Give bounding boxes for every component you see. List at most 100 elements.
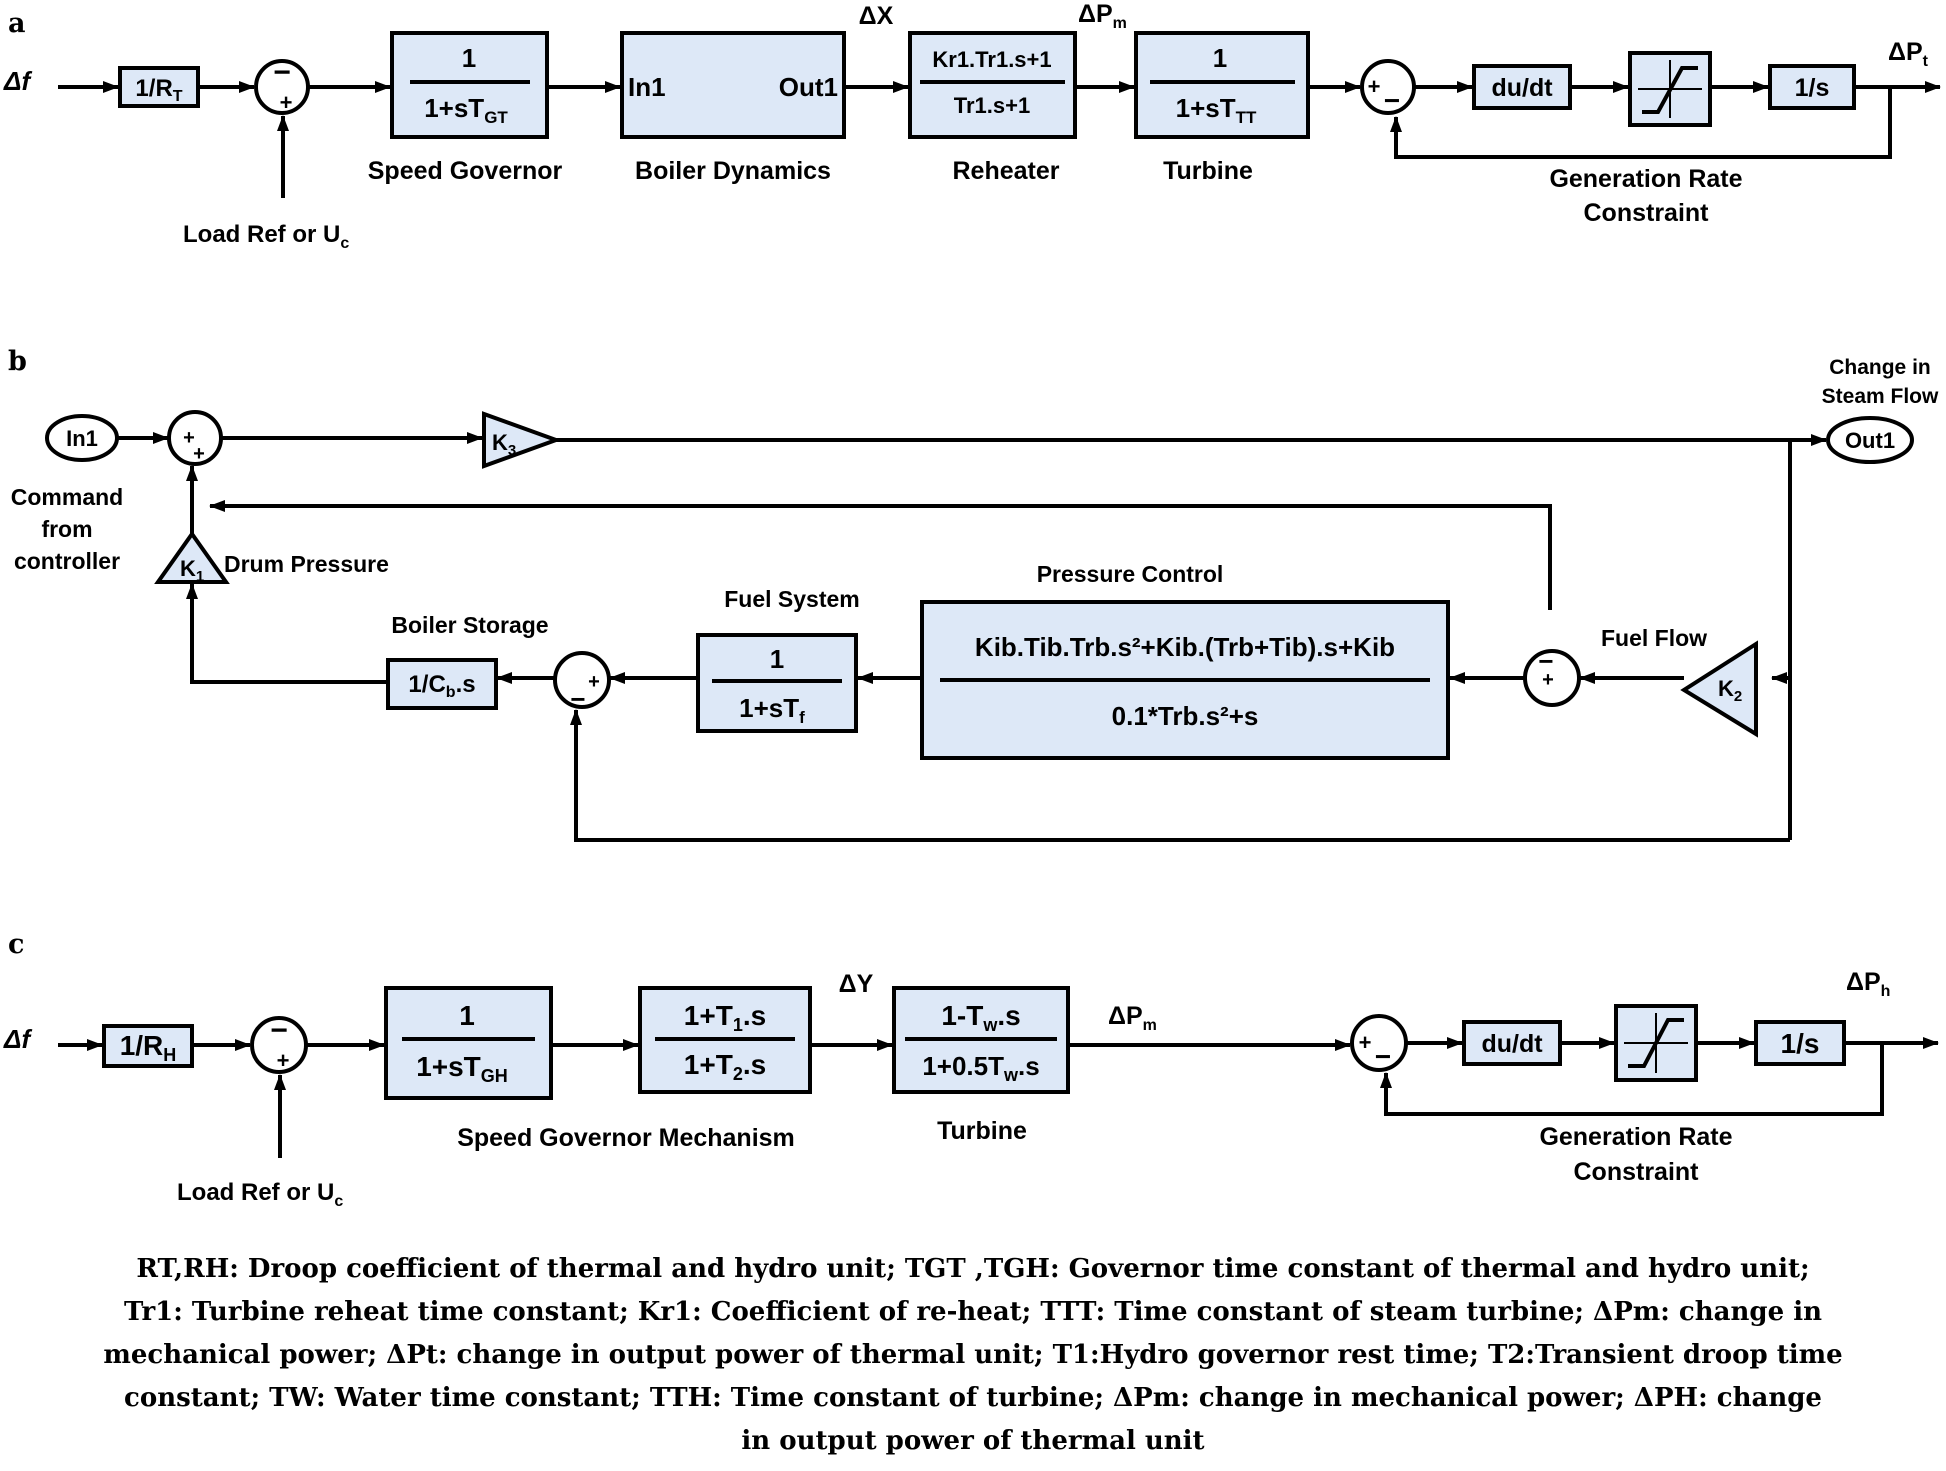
derivative-block-c: du/dt <box>1462 1020 1562 1066</box>
delta-pm-label-c: ΔPm <box>1108 1002 1157 1034</box>
steam-flow-label-line1: Change in <box>1829 356 1931 379</box>
panel-c: c Δf 1/RH − + Load Ref or Uc 1 1+sTGH 1+… <box>3 929 1939 1210</box>
command-label-line3: controller <box>14 548 120 574</box>
delta-pm-label-a: ΔPm <box>1078 0 1127 32</box>
svg-text:1+T1.s: 1+T1.s <box>684 1000 766 1035</box>
speed-governor-label: Speed Governor <box>368 157 563 185</box>
panel-a-input-label: Δf <box>3 66 32 96</box>
svg-text:Tr1.s+1: Tr1.s+1 <box>954 93 1030 118</box>
svg-text:du/dt: du/dt <box>1491 74 1553 102</box>
svg-text:1: 1 <box>459 1000 475 1031</box>
governor-mechanism-block: 1+T1.s 1+T2.s <box>638 986 812 1094</box>
svg-text:In1: In1 <box>628 72 666 102</box>
summing-junction-c2: + − <box>1350 1014 1408 1072</box>
svg-text:du/dt: du/dt <box>1481 1030 1543 1058</box>
svg-text:1/Cb.s: 1/Cb.s <box>408 671 475 701</box>
gain-k1: K1 <box>154 530 230 585</box>
boiler-storage-block: 1/Cb.s <box>386 658 498 710</box>
panel-b: b In1 Command from controller + + K3 Out… <box>8 346 1939 842</box>
delta-x-label: ΔX <box>859 2 894 30</box>
caption-line-2: Tr1: Turbine reheat time constant; Kr1: … <box>124 1297 1822 1327</box>
speed-governor-block-c: 1 1+sTGH <box>384 986 553 1100</box>
grc-label-c-line2: Constraint <box>1574 1158 1700 1186</box>
svg-text:+: + <box>183 427 195 449</box>
panel-a-letter: a <box>8 8 26 39</box>
pressure-control-label: Pressure Control <box>1037 561 1224 587</box>
turbine-block-a: 1 1+sTTT <box>1134 31 1310 139</box>
reheater-block: Kr1.Tr1.s+1 Tr1.s+1 <box>908 31 1077 139</box>
steam-flow-label-line2: Steam Flow <box>1822 385 1939 408</box>
pressure-control-block: Kib.Tib.Trb.s²+Kib.(Trb+Tib).s+Kib 0.1*T… <box>920 600 1450 760</box>
svg-text:Kib.Tib.Trb.s²+Kib.(Trb+Tib).s: Kib.Tib.Trb.s²+Kib.(Trb+Tib).s+Kib <box>975 632 1395 662</box>
svg-text:1+sTTT: 1+sTTT <box>1176 93 1257 127</box>
svg-text:1+sTf: 1+sTf <box>739 693 805 727</box>
command-label-line2: from <box>41 516 92 542</box>
svg-text:1: 1 <box>1213 43 1227 73</box>
gain-k2: K2 <box>1680 640 1758 738</box>
svg-text:Kr1.Tr1.s+1: Kr1.Tr1.s+1 <box>932 47 1051 72</box>
svg-text:+: + <box>277 1048 290 1073</box>
turbine-label-a: Turbine <box>1163 157 1253 185</box>
svg-text:Out1: Out1 <box>1845 428 1895 453</box>
speed-governor-block-a: 1 1+sTGT <box>390 31 549 139</box>
svg-text:−: − <box>1375 1041 1391 1072</box>
svg-text:−: − <box>1384 85 1400 116</box>
caption-line-5: in output power of thermal unit <box>741 1426 1205 1456</box>
fuel-system-block: 1 1+sTf <box>696 633 858 733</box>
svg-text:K2: K2 <box>1718 676 1742 705</box>
svg-text:1: 1 <box>462 43 476 73</box>
svg-text:1-Tw.s: 1-Tw.s <box>941 1000 1020 1035</box>
caption-line-1: RT,RH: Droop coefficient of thermal and … <box>136 1254 1810 1284</box>
svg-text:K3: K3 <box>492 430 516 459</box>
integrator-block-c: 1/s <box>1754 1020 1846 1066</box>
load-ref-label-c: Load Ref or Uc <box>177 1179 343 1210</box>
figure-caption: RT,RH: Droop coefficient of thermal and … <box>0 1248 1946 1463</box>
panel-c-input-label: Δf <box>3 1024 32 1054</box>
svg-text:+: + <box>1542 669 1554 691</box>
integrator-block-a: 1/s <box>1768 64 1856 110</box>
summing-junction-b3: + − <box>553 651 611 714</box>
svg-text:1+sTGT: 1+sTGT <box>424 93 508 127</box>
boiler-storage-label: Boiler Storage <box>391 612 548 638</box>
derivative-block-a: du/dt <box>1472 64 1572 110</box>
summing-junction-b1: + + <box>167 410 223 466</box>
summing-junction-a1: − + <box>254 56 310 115</box>
svg-text:1+T2.s: 1+T2.s <box>684 1049 766 1084</box>
command-label-line1: Command <box>11 484 123 510</box>
droop-block-hydro: 1/RH <box>102 1024 194 1068</box>
summing-junction-b2: − + <box>1523 646 1581 707</box>
grc-label-c-line1: Generation Rate <box>1539 1123 1732 1151</box>
svg-text:Out1: Out1 <box>779 72 838 102</box>
panel-a: a Δf 1/RT − + Load Ref or Uc 1 1+sTGT Sp… <box>3 0 1941 252</box>
svg-text:+: + <box>280 90 293 115</box>
svg-text:1/s: 1/s <box>1795 74 1830 102</box>
panel-c-letter: c <box>8 929 24 960</box>
gain-k3: K3 <box>482 411 562 469</box>
grc-label-a-line1: Generation Rate <box>1549 165 1742 193</box>
svg-text:−: − <box>270 1014 288 1047</box>
grc-label-a-line2: Constraint <box>1584 199 1710 227</box>
drum-pressure-label: Drum Pressure <box>224 551 389 577</box>
turbine-block-c: 1-Tw.s 1+0.5Tw.s <box>892 986 1070 1094</box>
load-ref-label-a: Load Ref or Uc <box>183 221 349 252</box>
svg-text:−: − <box>273 56 291 89</box>
panel-b-letter: b <box>8 346 27 377</box>
boiler-dynamics-block: In1 Out1 <box>620 31 846 139</box>
delta-pt-label: ΔPt <box>1888 38 1929 70</box>
droop-block-thermal: 1/RT <box>118 66 200 108</box>
svg-text:In1: In1 <box>66 426 98 451</box>
svg-text:1+0.5Tw.s: 1+0.5Tw.s <box>922 1051 1039 1085</box>
svg-text:+: + <box>193 443 205 465</box>
svg-text:0.1*Trb.s²+s: 0.1*Trb.s²+s <box>1112 701 1259 731</box>
fuel-flow-label: Fuel Flow <box>1601 625 1707 651</box>
boiler-dynamics-label: Boiler Dynamics <box>635 157 831 185</box>
svg-text:1+sTGH: 1+sTGH <box>416 1051 508 1086</box>
summing-junction-c1: − + <box>250 1014 308 1074</box>
out1-port: Out1 <box>1826 416 1914 464</box>
svg-text:+: + <box>588 671 600 693</box>
svg-text:K1: K1 <box>180 556 204 585</box>
svg-text:+: + <box>1368 74 1381 99</box>
fuel-system-label: Fuel System <box>724 586 860 612</box>
governor-mechanism-label: Speed Governor Mechanism <box>457 1124 795 1152</box>
delta-ph-label: ΔPh <box>1846 968 1890 1000</box>
